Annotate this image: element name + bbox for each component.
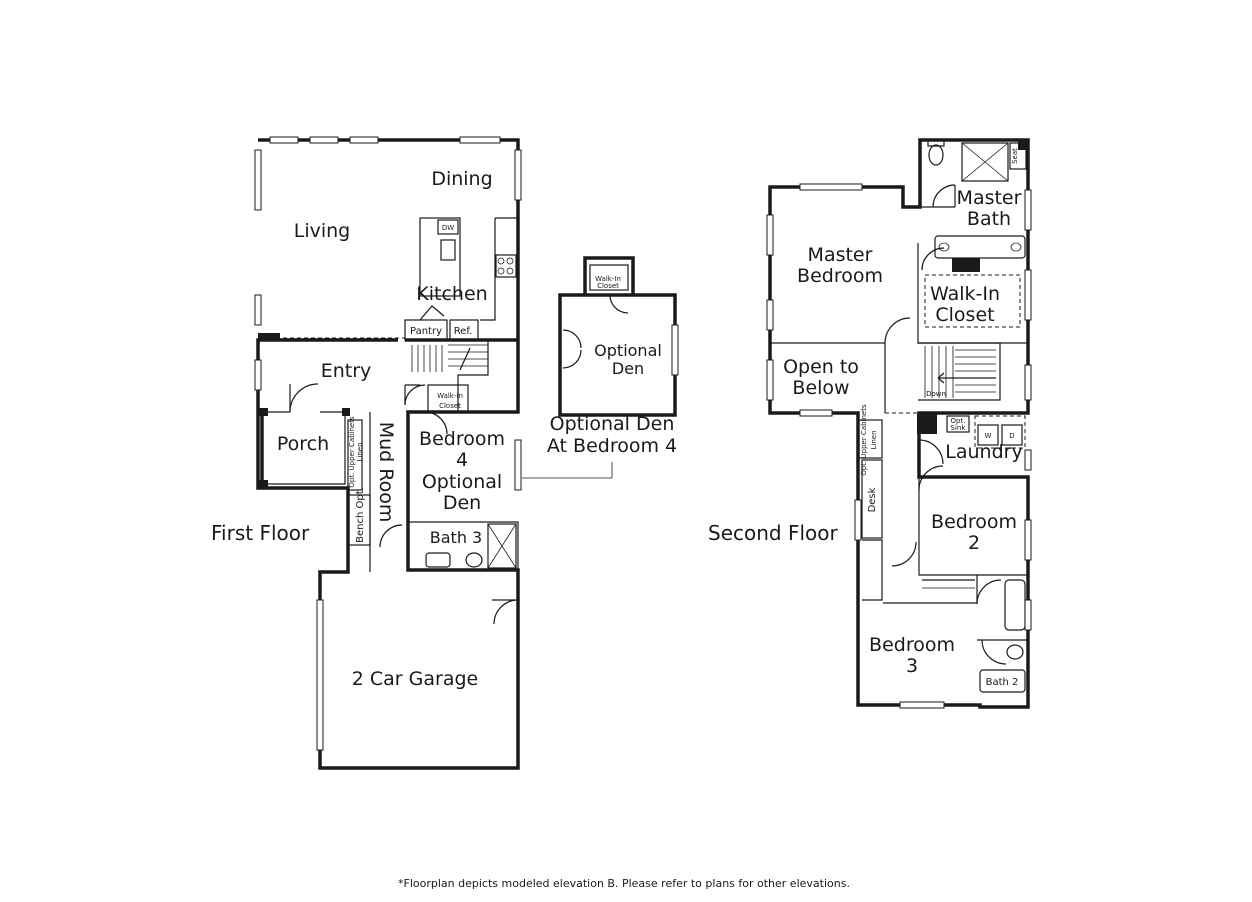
room-bedroom4-line4: Den — [443, 492, 481, 514]
room-master-bath-line1: Master — [957, 187, 1022, 209]
room-kitchen: Kitchen — [416, 283, 487, 305]
appliance-dishwasher: DW — [442, 224, 454, 232]
second-floor-title: Second Floor — [708, 521, 838, 545]
appliance-ref: Ref. — [454, 326, 473, 337]
room-bedroom4-line3: Optional — [422, 471, 502, 493]
opt-den-line2: Den — [612, 359, 644, 378]
room-dining: Dining — [431, 168, 492, 190]
upper-cabinets-label-2: Opt. Upper Cabinets — [860, 404, 868, 476]
opt-sink-label-2: Sink — [951, 424, 967, 432]
room-laundry: Laundry — [945, 441, 1022, 463]
optional-den-inset — [522, 256, 679, 479]
linen-label: Linen — [356, 442, 364, 461]
room-living: Living — [294, 220, 351, 242]
walkin-closet-label-1: Walk-In — [437, 392, 463, 400]
opt-sink-label-1: Opt. — [951, 417, 966, 425]
opt-den-caption-2: At Bedroom 4 — [547, 435, 677, 457]
opt-den-caption-1: Optional Den — [550, 413, 675, 435]
opt-walkin-label-2: Closet — [597, 282, 619, 290]
room-bedroom3-line1: Bedroom — [869, 634, 955, 656]
optional-den-labels: Walk-In Closet Optional Den Optional Den… — [547, 275, 677, 457]
room-master-bedroom-line2: Bedroom — [797, 265, 883, 287]
washer-label: W — [985, 432, 992, 440]
second-floor-plan — [766, 138, 1032, 709]
room-open-to-below-line1: Open to — [783, 356, 859, 378]
walkin-closet-label-2: Closet — [439, 402, 461, 410]
room-bedroom4-line2: 4 — [456, 449, 468, 471]
room-master-bedroom-line1: Master — [808, 244, 873, 266]
desk-label: Desk — [867, 487, 878, 512]
linen-label-2: Linen — [870, 430, 878, 449]
room-open-to-below-line2: Below — [792, 377, 849, 399]
room-master-bath-line2: Bath — [967, 208, 1011, 230]
room-walkin-closet-line2: Closet — [935, 304, 994, 326]
stairs-down-label: Down — [926, 390, 946, 398]
room-garage: 2 Car Garage — [352, 668, 478, 690]
room-bedroom3-line2: 3 — [906, 655, 918, 677]
opt-den-line1: Optional — [594, 341, 662, 360]
room-bedroom2-line2: 2 — [968, 532, 980, 554]
room-entry: Entry — [321, 360, 372, 382]
seat-label: Seat — [1011, 148, 1019, 164]
opt-walkin-label-1: Walk-In — [595, 275, 621, 283]
room-porch: Porch — [277, 433, 329, 455]
room-walkin-closet-line1: Walk-In — [930, 283, 1000, 305]
first-floor-plan — [254, 136, 522, 770]
room-bedroom2-line1: Bedroom — [931, 511, 1017, 533]
room-bedroom4-line1: Bedroom — [419, 428, 505, 450]
room-mud-room: Mud Room — [375, 422, 397, 523]
room-pantry: Pantry — [410, 326, 442, 337]
dryer-label: D — [1009, 432, 1014, 440]
first-floor-labels: Dining Living Kitchen DW Pantry Ref. Ent… — [211, 168, 505, 690]
room-bath3: Bath 3 — [430, 528, 482, 547]
room-bath2: Bath 2 — [986, 677, 1019, 688]
second-floor-labels: Seat Master Bath Master Bedroom Walk-In … — [708, 148, 1023, 688]
first-floor-title: First Floor — [211, 521, 310, 545]
footnote: *Floorplan depicts modeled elevation B. … — [398, 877, 850, 890]
upper-cabinets-label: Opt. Upper Cabinets — [348, 416, 356, 488]
bench-opt-label: Bench Opt. — [355, 487, 366, 543]
